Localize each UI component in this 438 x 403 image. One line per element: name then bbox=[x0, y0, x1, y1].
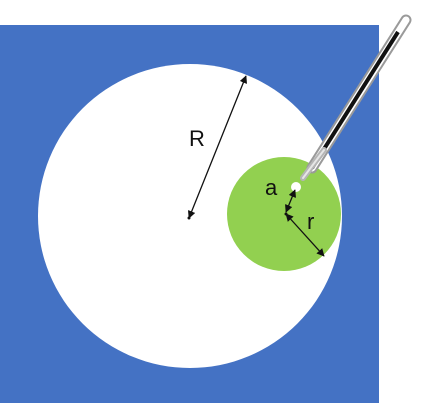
small-circle bbox=[227, 157, 341, 271]
offset-a-arrow bbox=[285, 189, 296, 213]
label-r: r bbox=[307, 209, 314, 234]
probe-hole bbox=[291, 182, 301, 192]
label-R: R bbox=[189, 126, 205, 151]
radius-r-arrow bbox=[285, 213, 325, 257]
probe-icon bbox=[300, 14, 412, 181]
radius-R-arrow bbox=[187, 75, 248, 219]
label-a: a bbox=[265, 175, 278, 200]
